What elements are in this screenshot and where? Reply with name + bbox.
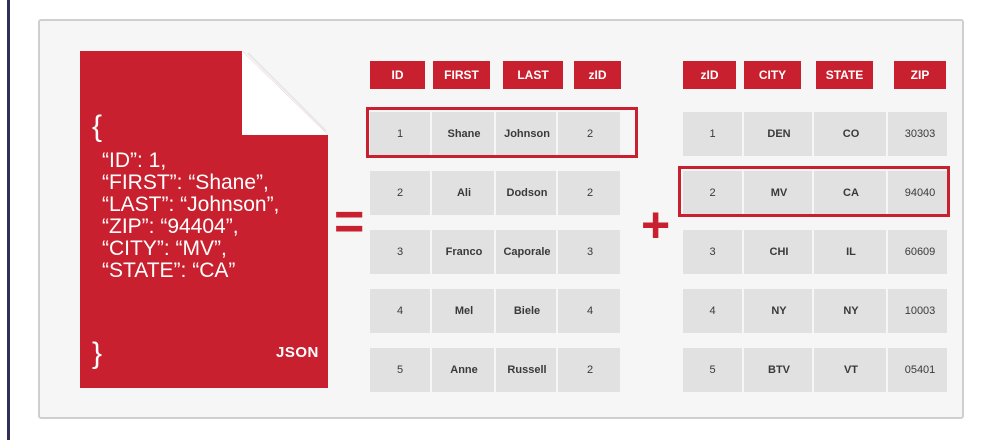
zip-table-header-city: CITY	[744, 61, 801, 89]
json-line-state: “STATE”: “CA”	[102, 259, 236, 282]
table-cell: Ali	[430, 171, 496, 215]
table-row	[683, 289, 947, 333]
table-cell: Johnson	[494, 112, 558, 156]
table-cell: 3	[556, 230, 622, 274]
table-cell: 60609	[886, 230, 952, 274]
table-cell: 05401	[886, 348, 952, 392]
open-brace: {	[92, 110, 103, 143]
table-row	[683, 112, 947, 156]
table-cell: 2	[556, 348, 622, 392]
table-cell: 4	[556, 289, 622, 333]
json-line-id: “ID”: 1,	[102, 149, 167, 172]
table-cell: 2	[396, 187, 404, 199]
json-document: { “ID”: 1, “FIRST”: “Shane”, “LAST”: “Jo…	[80, 51, 328, 388]
table-cell: 2	[556, 112, 622, 156]
table-cell: Caporale	[494, 230, 558, 274]
table-cell: Dodson	[494, 171, 558, 215]
table-cell: 94040	[886, 171, 952, 215]
people-table-header-first: FIRST	[433, 61, 490, 89]
table-cell: 3	[396, 246, 404, 258]
table-cell: VT	[812, 348, 888, 392]
table-cell: 4	[709, 305, 716, 317]
table-cell: 5	[709, 364, 716, 376]
table-cell: CO	[812, 112, 888, 156]
json-line-last: “LAST”: “Johnson”,	[102, 193, 280, 216]
table-cell: Russell	[494, 348, 558, 392]
table-cell: Shane	[430, 112, 496, 156]
table-cell: 2	[709, 187, 716, 199]
table-cell: Mel	[430, 289, 496, 333]
json-line-first: “FIRST”: “Shane”,	[102, 171, 269, 194]
table-cell: 5	[396, 364, 404, 376]
people-table-header-id: ID	[370, 61, 425, 89]
table-cell: 10003	[886, 289, 952, 333]
table-cell: 2	[556, 171, 622, 215]
people-table-header-last: LAST	[503, 61, 563, 89]
zip-table-header-zip: ZIP	[894, 61, 946, 89]
table-cell: Franco	[430, 230, 496, 274]
table-cell: BTV	[742, 348, 814, 392]
table-cell: DEN	[742, 112, 814, 156]
table-cell: 1	[709, 128, 716, 140]
table-cell: NY	[742, 289, 814, 333]
table-cell: 4	[396, 305, 404, 317]
left-border-line	[7, 0, 10, 440]
close-brace: }	[92, 337, 103, 370]
zip-table-header-zid: zID	[683, 61, 736, 89]
json-line-city: “CITY”: “MV”,	[102, 237, 227, 260]
table-cell: 30303	[886, 112, 952, 156]
json-label: JSON	[276, 344, 319, 361]
highlight-box	[678, 166, 950, 217]
table-cell: Anne	[430, 348, 496, 392]
table-cell: 3	[709, 246, 716, 258]
table-cell: CA	[812, 171, 888, 215]
equals-sign: =	[334, 193, 365, 251]
people-table-header-zid: zID	[574, 61, 621, 89]
zip-table-header-state: STATE	[816, 61, 873, 89]
table-cell: MV	[742, 171, 814, 215]
document-page-icon	[80, 51, 328, 388]
table-cell: Biele	[494, 289, 558, 333]
highlight-box	[366, 107, 638, 158]
json-line-zip: “ZIP”: “94404”,	[102, 215, 239, 238]
table-row	[683, 348, 947, 392]
table-row	[683, 230, 947, 274]
table-cell: 1	[396, 128, 404, 140]
table-cell: NY	[812, 289, 888, 333]
table-row	[683, 171, 947, 215]
table-cell: CHI	[742, 230, 814, 274]
plus-sign: +	[641, 197, 671, 253]
table-cell: IL	[812, 230, 888, 274]
